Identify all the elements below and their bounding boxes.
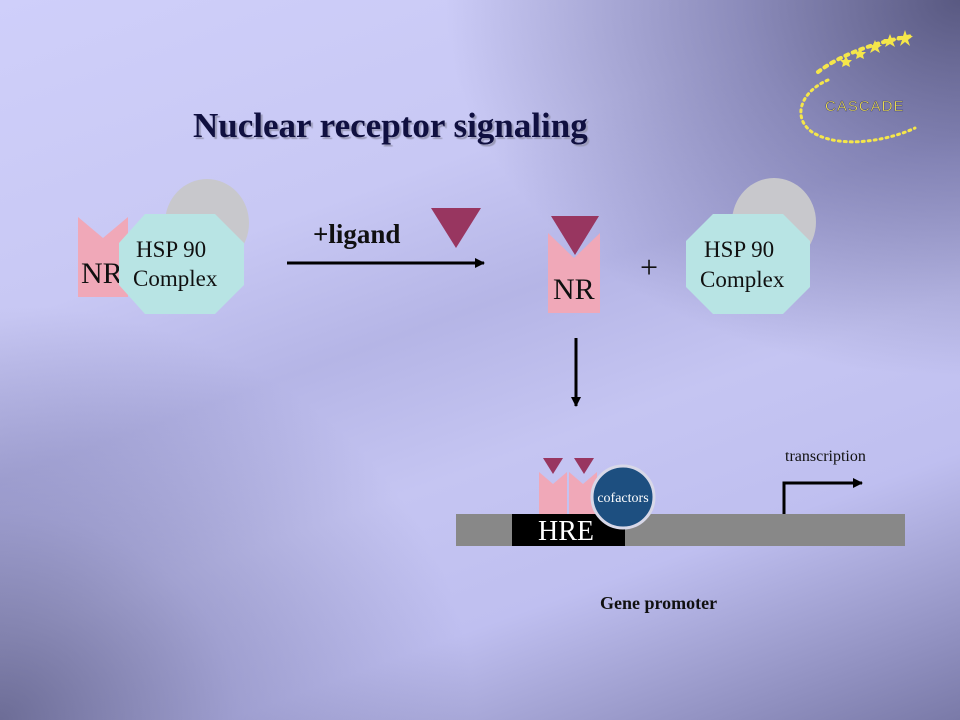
gene-promoter-label: Gene promoter [600,593,717,613]
logo-star-icon [883,34,897,47]
transcription-label: transcription [785,448,866,465]
logo-star-trail [816,34,914,74]
logo-star-icon [897,30,913,46]
nr-hsp-complex-left: NR HSP 90 Complex [78,179,249,314]
cofactors-circle [590,464,656,530]
logo-stars [840,30,913,67]
hre-label: HRE [538,516,594,547]
logo-star-icon [868,40,882,53]
nr-receptor-shape [548,233,600,313]
ligand-triangle-icon [431,208,481,248]
transcription-start-arrow [782,478,863,514]
nr-dimer [539,458,597,514]
logo-star-arc [799,78,917,144]
nr-label: NR [81,257,123,290]
cascade-logo: CASCADE [799,30,917,144]
nr-receptor-shape [78,217,128,297]
ligand-triangle-icon [543,458,563,474]
nr-dimer-right [569,472,597,514]
plus-sign: + [640,249,658,285]
logo-text: CASCADE [825,98,905,115]
hsp90-label-line1: HSP 90 [704,237,774,262]
logo-star-icon [854,48,866,59]
cofactors-label: cofactors [597,491,648,506]
slide-title: Nuclear receptor signaling [193,106,588,145]
hsp90-label-line2: Complex [133,266,218,291]
hsp90-octagon [686,214,810,314]
nr-ligand-bound: NR [548,216,600,313]
hsp90-label-line1: HSP 90 [136,237,206,262]
ligand-triangle-icon [551,216,599,255]
nr-dimer-left [539,472,567,514]
ligand-label: +ligand [313,219,400,249]
logo-star-icon [840,56,852,67]
hsp-complex-right: HSP 90 Complex [686,178,816,314]
nr-label: NR [553,273,595,306]
hsp90-label-line2: Complex [700,267,785,292]
ligand-triangle-icon [574,458,594,474]
hsp90-octagon [119,214,244,314]
